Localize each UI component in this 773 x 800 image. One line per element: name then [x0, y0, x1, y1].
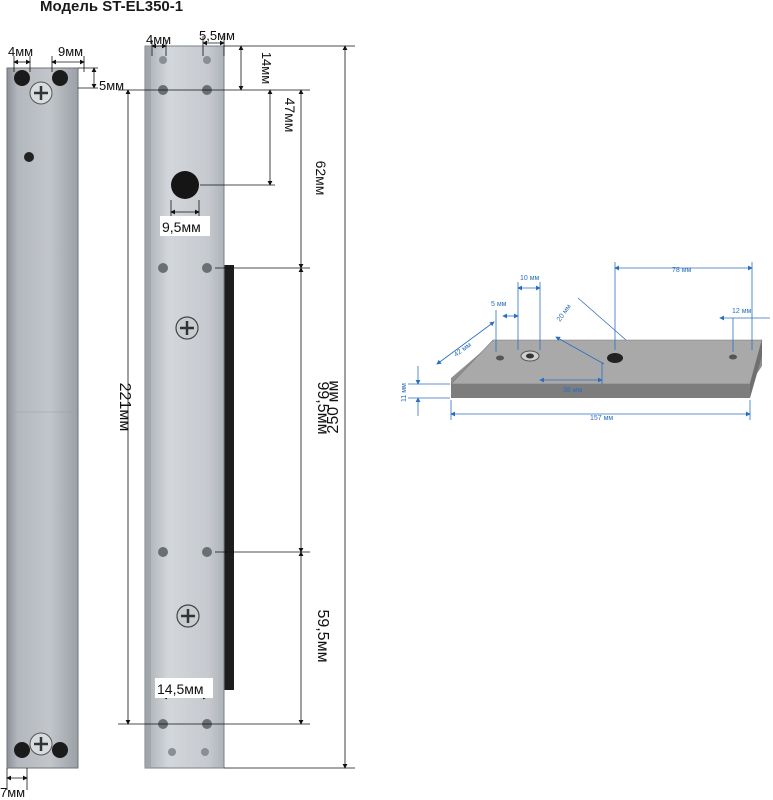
bracket-dimensions — [118, 36, 355, 769]
dim-157mm-block: 157 мм — [590, 415, 613, 422]
dim-14-5mm: 14,5мм — [157, 681, 204, 697]
dim-47mm: 47мм — [282, 98, 298, 133]
hole-icon — [158, 547, 168, 557]
dim-42mm-block: 42 мм — [453, 341, 473, 358]
screw-icon — [176, 604, 200, 628]
hole-icon — [52, 742, 68, 758]
dim-59-5mm: 59,5мм — [314, 609, 331, 662]
hole-icon — [14, 742, 30, 758]
hole-icon — [607, 353, 623, 363]
dim-14mm: 14мм — [259, 52, 274, 84]
hole-icon — [526, 353, 534, 359]
dim-11mm-block: 11 мм — [401, 383, 408, 402]
dim-5mm-block: 5 мм — [491, 301, 507, 308]
dim-5-5mm: 5,5мм — [199, 28, 235, 43]
left-plate — [6, 67, 79, 769]
screw-icon — [29, 732, 53, 756]
hole-icon — [729, 354, 737, 360]
bracket — [144, 45, 234, 769]
hole-icon — [203, 56, 211, 64]
dim-20mm-block: 20 мм — [556, 303, 573, 323]
screw-icon — [29, 81, 53, 105]
dim-9-5mm: 9,5мм — [162, 219, 201, 235]
dim-38mm-block: 38 мм — [563, 387, 583, 394]
dim-62mm: 62мм — [313, 161, 329, 196]
block-dimensions — [408, 262, 770, 420]
hole-icon — [202, 263, 212, 273]
dim-7mm: 7мм — [0, 785, 25, 800]
hole-icon — [496, 355, 504, 361]
left-plate-dimensions — [6, 56, 98, 790]
hole-icon — [14, 70, 30, 86]
model-title: Модель ST-EL350-1 — [40, 0, 184, 15]
hole-icon — [52, 70, 68, 86]
label-bg — [160, 216, 210, 236]
dim-221mm: 221мм — [116, 383, 133, 432]
dim-4mm-plate: 4мм — [8, 44, 33, 59]
hole-icon — [201, 748, 209, 756]
hole-icon — [202, 547, 212, 557]
dim-4mm-bracket: 4мм — [146, 32, 171, 47]
mounting-block — [450, 339, 763, 398]
hole-icon — [24, 152, 34, 162]
dim-78mm-block: 78 мм — [672, 267, 692, 274]
hole-icon — [159, 56, 167, 64]
dim-9mm: 9мм — [58, 44, 83, 59]
dim-5mm: 5мм — [99, 78, 124, 93]
screw-icon — [175, 316, 199, 340]
hole-icon — [158, 263, 168, 273]
dim-10mm-block: 10 мм — [520, 275, 540, 282]
hole-icon — [168, 748, 176, 756]
dim-12mm-block: 12 мм — [732, 308, 752, 315]
label-bg — [155, 678, 213, 698]
dim-99-5mm: 99,5мм — [314, 381, 331, 434]
dim-250mm: 250 мм — [325, 380, 342, 433]
big-hole-icon — [171, 171, 199, 199]
